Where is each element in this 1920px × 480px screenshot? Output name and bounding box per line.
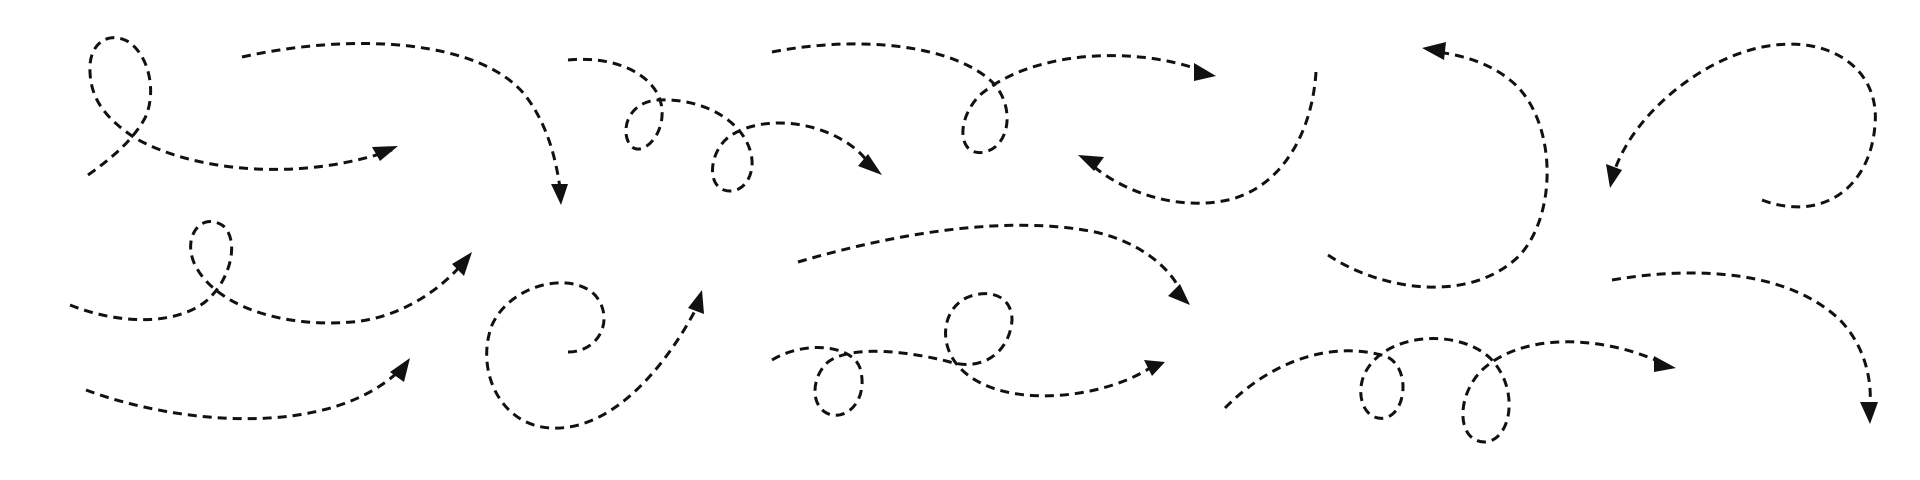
dashed-line	[567, 57, 870, 193]
dashed-line	[1091, 71, 1318, 205]
dashed-line	[1223, 337, 1661, 444]
dashed-line	[1612, 42, 1877, 209]
dashed-arc-arrow-7	[1606, 42, 1877, 209]
arrowhead-icon	[390, 358, 410, 382]
dashed-curve-arrow-9	[85, 358, 410, 421]
dashed-line	[69, 220, 464, 325]
arrowhead-icon	[858, 154, 882, 175]
arrowhead-icon	[1606, 164, 1622, 188]
dashed-arc-arrow-11	[797, 223, 1190, 305]
arrowhead-icon	[1422, 42, 1446, 60]
arrowhead-icon	[551, 184, 568, 205]
dashed-line	[771, 42, 1201, 155]
dashed-line	[771, 292, 1151, 417]
dashed-double-loop-arrow-13	[1223, 337, 1676, 444]
dashed-double-loop-arrow-12	[771, 292, 1165, 417]
dashed-arc-arrow-5	[1078, 71, 1318, 205]
arrowhead-icon	[1078, 155, 1104, 171]
arrowhead-icon	[452, 252, 472, 276]
dashed-arc-arrow-2	[241, 42, 568, 205]
arrowhead-icon	[688, 290, 704, 314]
arrowhead-icon	[1654, 356, 1676, 372]
arrowhead-icon	[1860, 402, 1878, 424]
dashed-arc-arrow-14	[1611, 271, 1878, 424]
arrowhead-icon	[1194, 63, 1216, 81]
arrowhead-icon	[1144, 360, 1165, 376]
dashed-line	[1611, 271, 1872, 406]
dashed-line	[485, 281, 700, 430]
dashed-line	[87, 36, 393, 177]
dashed-spiral-arrow-10	[485, 281, 704, 430]
dashed-line	[241, 42, 562, 189]
arrowhead-icon	[372, 146, 398, 161]
dashed-double-loop-arrow-3	[567, 57, 882, 193]
dashed-line	[1327, 50, 1549, 289]
arrowhead-icon	[1168, 284, 1190, 305]
dashed-line	[797, 223, 1182, 291]
dashed-arc-arrow-6	[1327, 42, 1549, 289]
dashed-loop-arrow-4	[771, 42, 1216, 155]
dashed-loop-arrow-1	[87, 36, 398, 177]
dashed-line	[85, 368, 402, 421]
dashed-loop-arrow-8	[69, 220, 472, 325]
